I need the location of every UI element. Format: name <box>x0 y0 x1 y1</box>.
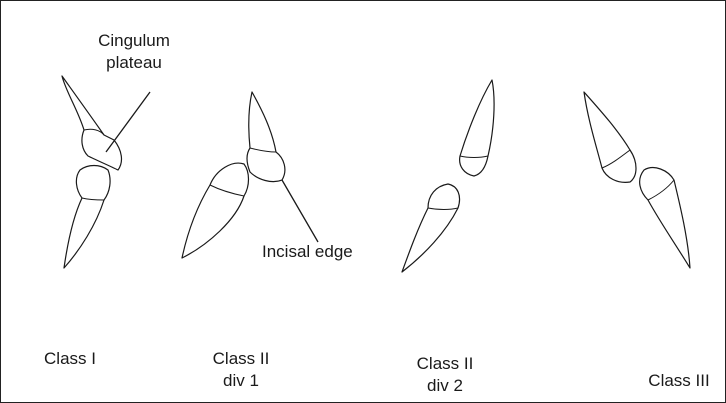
class-i-lower-incisor <box>64 166 110 269</box>
class-ii-div1-upper-incisor <box>247 92 285 182</box>
incisal-edge-label: Incisal edge <box>262 241 374 263</box>
incisal-edge-leader-line <box>282 180 318 242</box>
class-iii-teeth <box>584 92 690 268</box>
class-iii-line1: Class III <box>636 370 722 392</box>
cingulum-leader-line <box>106 92 150 152</box>
cingulum-label-line2: plateau <box>74 52 194 74</box>
class-iii-upper-incisor <box>584 92 636 182</box>
class-i-caption: Class I <box>30 348 110 370</box>
class-ii-div1-line1: Class II <box>196 348 286 370</box>
class-ii-div2-lower-incisor <box>402 184 460 272</box>
class-ii-div2-upper-incisor <box>460 80 494 176</box>
class-ii-div1-teeth <box>182 92 318 258</box>
cingulum-plateau-label: Cingulum plateau <box>74 30 194 74</box>
class-iii-lower-incisor <box>640 168 690 268</box>
class-i-line1: Class I <box>30 348 110 370</box>
class-ii-div2-teeth <box>402 80 494 272</box>
class-iii-caption: Class III <box>636 370 722 392</box>
class-ii-div1-caption: Class II div 1 <box>196 348 286 392</box>
class-ii-div1-lower-incisor <box>182 163 249 258</box>
class-ii-div1-line2: div 1 <box>196 370 286 392</box>
cingulum-label-line1: Cingulum <box>74 30 194 52</box>
class-ii-div2-line1: Class II <box>400 353 490 375</box>
class-i-upper-incisor <box>62 76 121 170</box>
class-ii-div2-line2: div 2 <box>400 375 490 397</box>
incisal-edge-text: Incisal edge <box>262 242 353 261</box>
class-i-teeth <box>62 76 150 268</box>
class-ii-div2-caption: Class II div 2 <box>400 353 490 397</box>
